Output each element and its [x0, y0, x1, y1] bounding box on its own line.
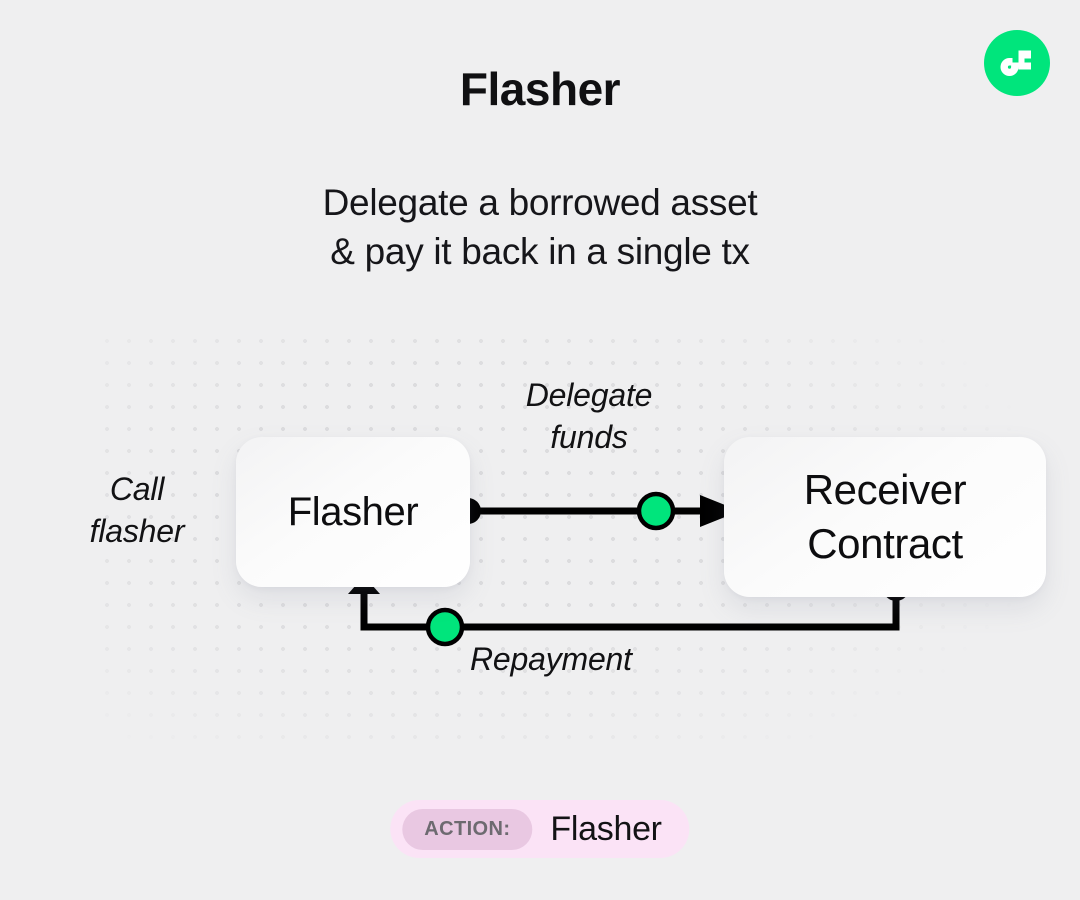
label-repayment: Repayment: [470, 641, 632, 677]
page-title: Flasher: [459, 63, 621, 115]
action-badge-value: Flasher: [550, 809, 662, 848]
subtitle-line-2: & pay it back in a single tx: [330, 231, 750, 272]
node-flasher[interactable]: Flasher: [236, 437, 470, 587]
flow-diagram: Flasher Receiver Contract Call flasher D…: [0, 318, 1080, 758]
fluid-logo-icon: [984, 30, 1050, 96]
node-receiver-contract[interactable]: Receiver Contract: [724, 437, 1046, 597]
label-delegate-funds: Delegate funds: [525, 377, 653, 455]
node-receiver-label-line-2: Contract: [807, 520, 963, 567]
repayment-token-dot: [425, 607, 465, 647]
label-call-flasher: Call flasher: [89, 471, 185, 549]
delegate-token-dot: [636, 491, 676, 531]
action-badge-tag: ACTION:: [402, 808, 533, 850]
page-subtitle: Delegate a borrowed asset & pay it back …: [0, 178, 1080, 276]
node-receiver-label-line-1: Receiver: [803, 466, 967, 513]
action-badge: ACTION: Flasher: [390, 800, 690, 858]
node-flasher-label: Flasher: [287, 490, 419, 534]
subtitle-line-1: Delegate a borrowed asset: [322, 182, 758, 223]
node-receiver-label: Receiver Contract: [804, 463, 967, 571]
